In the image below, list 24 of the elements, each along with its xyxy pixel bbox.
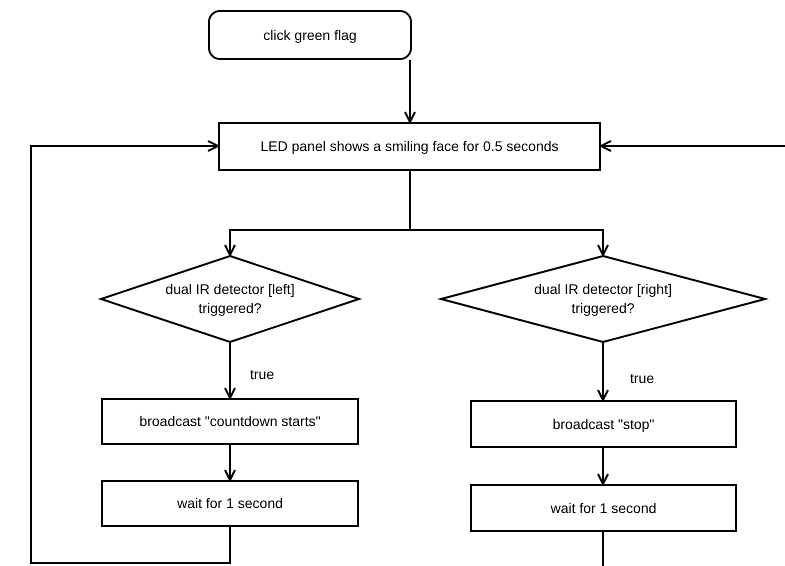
- process-box: [101, 480, 359, 527]
- arrow: [404, 60, 416, 123]
- node-label: dual IR detector [left] triggered?: [164, 280, 296, 318]
- arrow: [597, 448, 609, 485]
- node-label: broadcast "stop": [552, 414, 654, 434]
- start-box: [208, 10, 412, 60]
- node-label: click green flag: [263, 26, 357, 44]
- decision-diamond: [100, 255, 360, 343]
- arrow: [224, 343, 236, 399]
- node-label: broadcast "countdown starts": [139, 412, 321, 431]
- decision-diamond: [440, 255, 766, 343]
- arrow: [30, 140, 231, 564]
- node-label: wait for 1 second: [550, 498, 656, 518]
- arrow: [409, 171, 609, 256]
- node-label: LED panel shows a smiling face for 0.5 seconds: [260, 137, 559, 156]
- arrow: [600, 140, 785, 152]
- process-box: [470, 484, 737, 532]
- node-label: dual IR detector [right] triggered?: [533, 280, 673, 318]
- node-label: wait for 1 second: [177, 494, 283, 513]
- arrow: [597, 343, 609, 401]
- arrow: [224, 445, 236, 481]
- process-box: [101, 398, 359, 445]
- process-box: [218, 122, 601, 171]
- process-box: [470, 400, 737, 448]
